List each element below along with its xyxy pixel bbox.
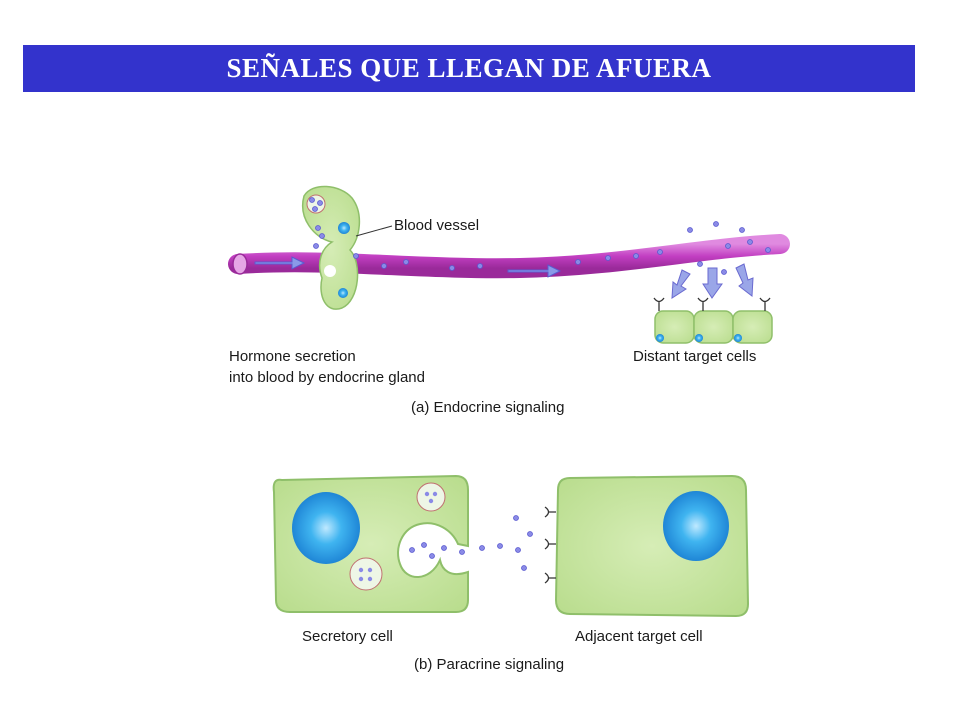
flow-arrow-icon: [254, 256, 306, 270]
target-cell-nucleus: [663, 491, 729, 561]
receptor-icon: [544, 572, 556, 584]
gland-nucleus: [338, 222, 350, 234]
gland-nucleus: [338, 288, 348, 298]
blood-vessel-label: Blood vessel: [394, 217, 479, 234]
vessel-leader-line: [355, 225, 393, 237]
endocrine-gland: [302, 185, 361, 310]
receptor-icon: [759, 297, 771, 311]
secretory-vesicle: [349, 557, 383, 591]
down-arrow-icon: [671, 269, 691, 299]
target-nucleus: [695, 334, 703, 342]
down-arrow-icon: [702, 267, 723, 299]
signal-molecules: [409, 515, 533, 571]
distant-target-cells: [653, 297, 773, 344]
receptor-icon: [544, 506, 556, 518]
endocrine-caption: (a) Endocrine signaling: [411, 399, 564, 416]
down-arrow-icon: [735, 263, 754, 297]
gland-label-line1: Hormone secretion: [229, 348, 356, 365]
vessel-opening: [232, 253, 248, 275]
receptors: [544, 506, 556, 584]
flow-arrow-icon: [507, 264, 562, 278]
target-nucleus: [656, 334, 664, 342]
panel-endocrine: Blood vessel Hormone secretion into bloo…: [228, 185, 790, 416]
target-cell: [732, 310, 773, 344]
hormone-molecules: [309, 197, 771, 275]
paracrine-caption: (b) Paracrine signaling: [414, 656, 564, 673]
gland-label-line2: into blood by endocrine gland: [229, 369, 425, 386]
title-bar: SEÑALES QUE LLEGAN DE AFUERA: [23, 45, 915, 92]
secretory-cell-label: Secretory cell: [302, 628, 393, 645]
target-cells-label: Distant target cells: [633, 348, 756, 365]
receptor-icon: [544, 538, 556, 550]
diffusion-arrows: [671, 263, 754, 299]
adjacent-target-label: Adjacent target cell: [575, 628, 703, 645]
panel-paracrine: Secretory cell Adjacent target cell (b) …: [272, 474, 750, 673]
target-nucleus: [734, 334, 742, 342]
receptor-icon: [697, 297, 709, 311]
gland-vesicle: [324, 265, 336, 277]
slide-title: SEÑALES QUE LLEGAN DE AFUERA: [226, 53, 712, 83]
receptor-icon: [653, 297, 665, 311]
secretory-nucleus: [292, 492, 360, 564]
secretory-vesicle: [416, 482, 446, 512]
